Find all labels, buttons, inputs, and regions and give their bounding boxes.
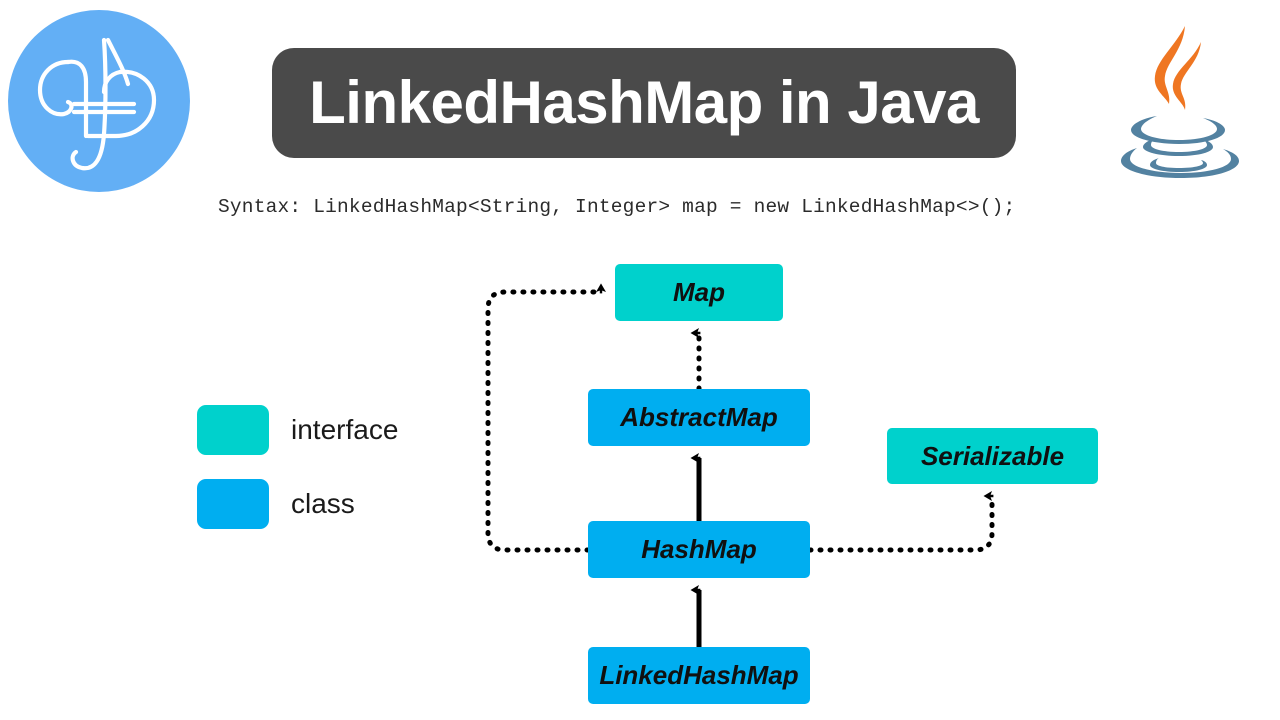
node-abstractmap[interactable]: AbstractMap (588, 389, 810, 446)
node-hashmap[interactable]: HashMap (588, 521, 810, 578)
legend-label-class: class (291, 488, 355, 519)
legend-item-class: class (197, 479, 437, 529)
java-logo-icon (1121, 26, 1239, 178)
title-banner: LinkedHashMap in Java (272, 48, 1016, 158)
node-serializable-label: Serializable (920, 440, 1065, 471)
node-linkedhashmap-label: LinkedHashMap (599, 660, 799, 690)
java-logo (1113, 20, 1249, 182)
legend-swatch-class (197, 479, 269, 529)
node-linkedhashmap[interactable]: LinkedHashMap (588, 647, 810, 704)
syntax-text: Syntax: LinkedHashMap<String, Integer> m… (218, 196, 1016, 218)
node-hashmap-label: HashMap (641, 534, 757, 564)
legend-label-interface: interface (291, 414, 399, 445)
legend-item-interface: interface (197, 405, 437, 455)
brand-logo-jh-icon (8, 10, 190, 192)
node-abstractmap-label: AbstractMap (620, 402, 778, 432)
node-map[interactable]: Map (615, 264, 783, 321)
brand-logo (8, 10, 190, 192)
legend: interface class (197, 405, 437, 553)
edge-hashmap-to-map (485, 283, 606, 553)
edge-hashmap-to-serializable (807, 491, 995, 553)
node-serializable[interactable]: Serializable (887, 428, 1098, 484)
page-title: LinkedHashMap in Java (309, 69, 979, 136)
legend-swatch-interface (197, 405, 269, 455)
node-map-label: Map (673, 277, 725, 307)
